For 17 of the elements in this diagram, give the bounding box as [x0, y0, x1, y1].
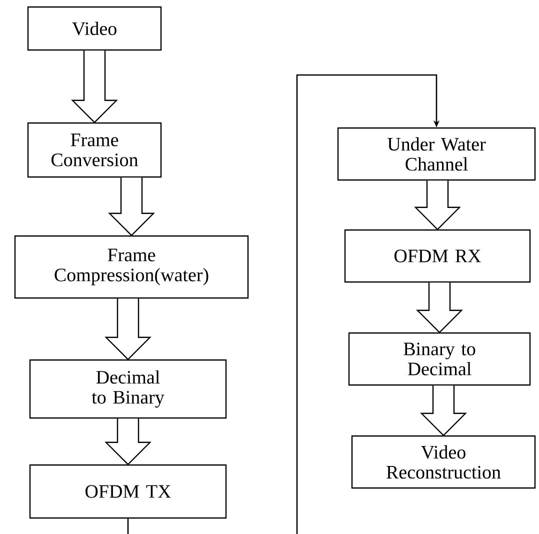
process-box: Video: [27, 6, 162, 51]
process-box: Binary to Decimal: [348, 332, 531, 386]
process-box: Video Reconstruction: [351, 435, 536, 489]
block-arrow: [108, 176, 155, 236]
process-box: Decimal to Binary: [29, 359, 227, 419]
block-arrow: [416, 282, 463, 334]
process-box: OFDM RX: [344, 229, 531, 283]
process-box: OFDM TX: [29, 464, 227, 519]
process-box: Frame Conversion: [27, 122, 162, 178]
block-arrow: [104, 418, 152, 466]
block-arrow: [414, 180, 461, 230]
process-box: Frame Compression(water): [14, 235, 249, 299]
connector-line: [127, 74, 440, 534]
block-arrow: [71, 50, 118, 124]
block-arrow: [420, 384, 467, 436]
block-arrow: [104, 298, 152, 360]
process-box: Under Water Channel: [337, 127, 536, 181]
